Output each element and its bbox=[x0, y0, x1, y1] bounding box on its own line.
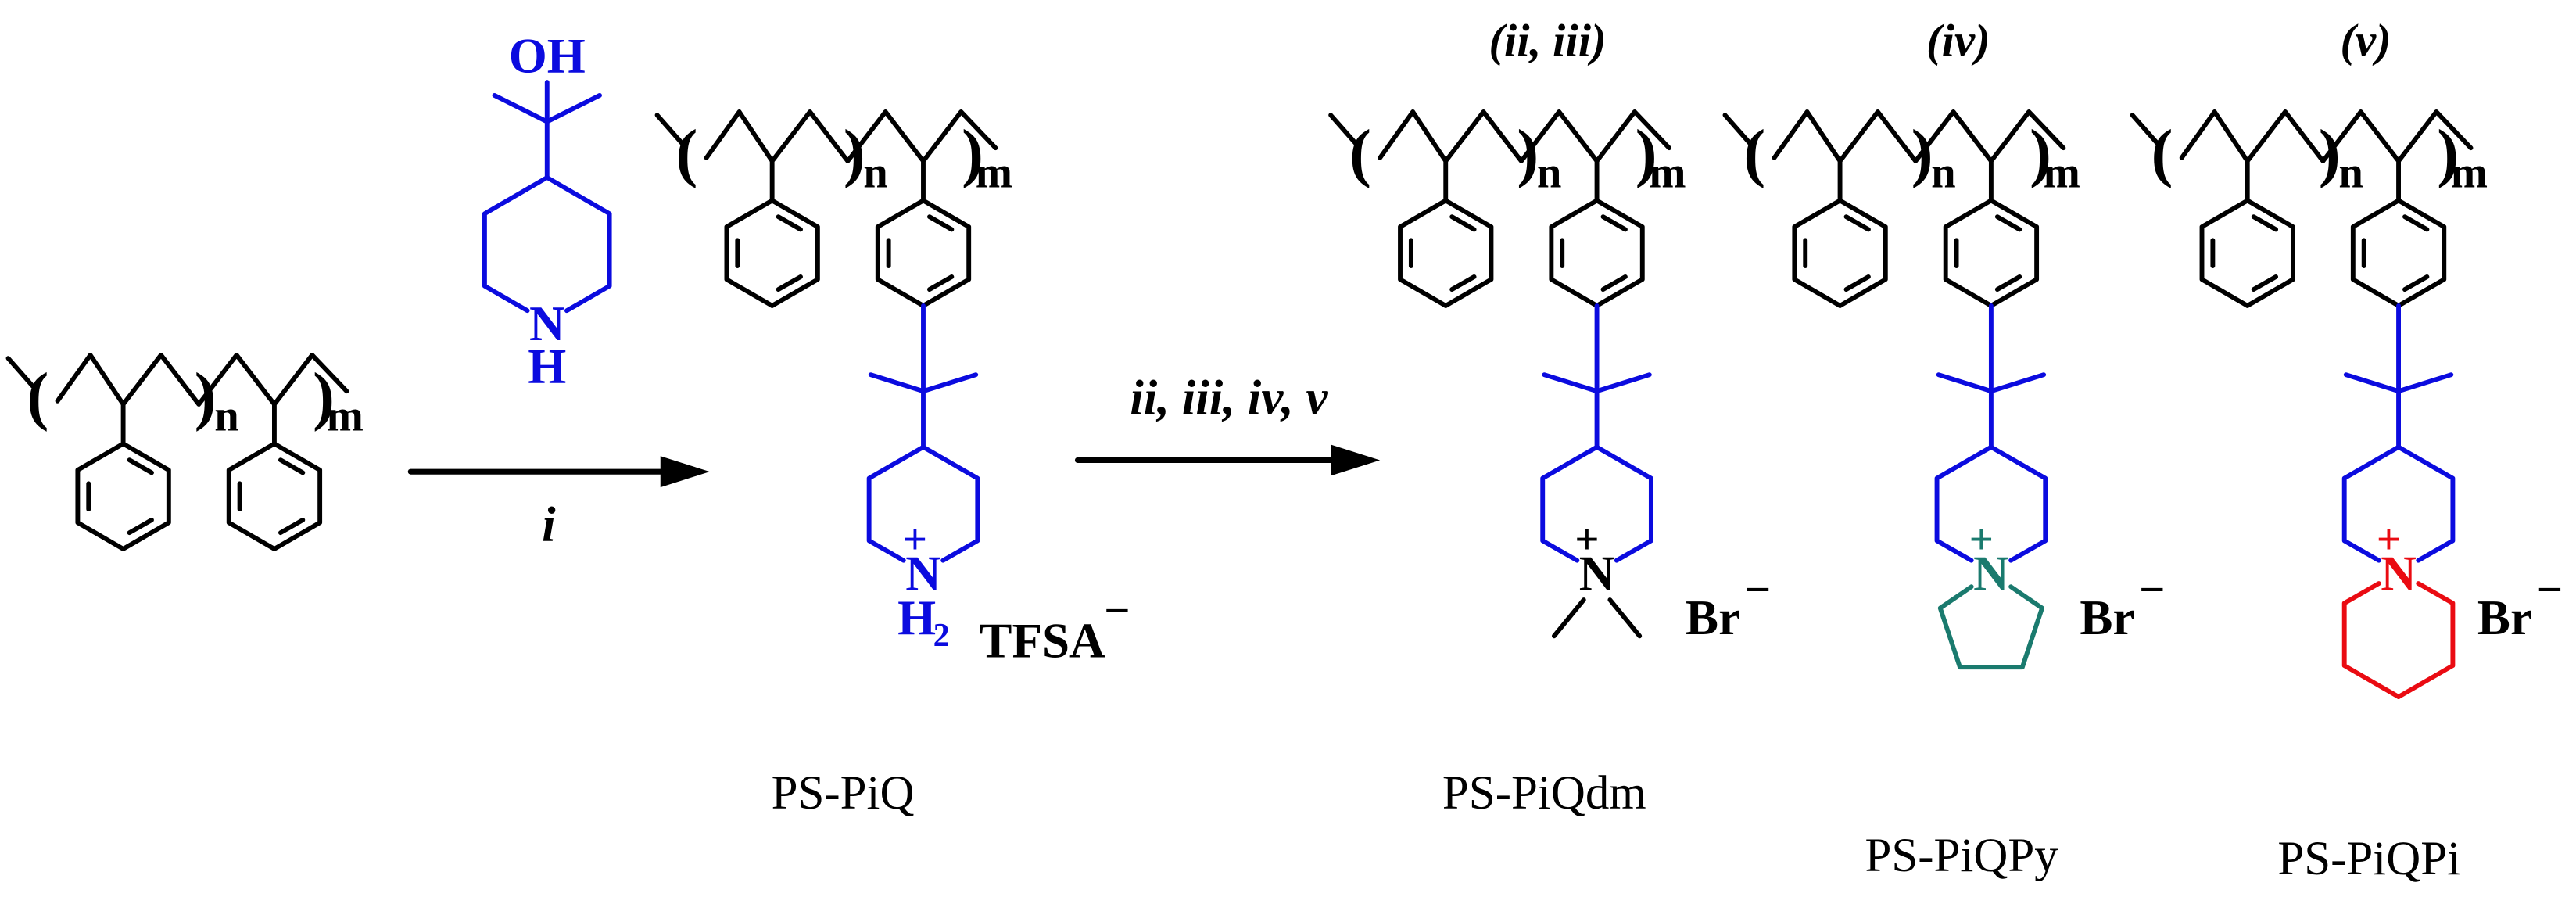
reagent-carbinol-bonds bbox=[492, 80, 602, 180]
ps-piqpy-subscript-n: n bbox=[1931, 149, 1956, 198]
arrow-1-label: i bbox=[542, 497, 556, 551]
ps-piqdm-nitrogen: N bbox=[1579, 546, 1615, 601]
ps-piqdm-backbone bbox=[1331, 112, 1669, 306]
ps-piq-nh2-subscript: 2 bbox=[933, 618, 950, 654]
ps-piqdm-subscript-m: m bbox=[1649, 149, 1686, 198]
copolymer-paren-close: ) bbox=[195, 360, 217, 432]
ps-piqdm-plus-charge: + bbox=[1575, 515, 1599, 563]
ps-piqpy-nitrogen: N bbox=[1973, 546, 2009, 601]
ps-piqpi-subscript-m: m bbox=[2451, 149, 2488, 198]
arrow-2-head bbox=[1331, 444, 1381, 476]
ps-piqdm-piperidinium-ring bbox=[1540, 444, 1653, 563]
ps-piqpi-piperidine-ring bbox=[2341, 581, 2456, 699]
ps-piqdm-counterion-charge: − bbox=[1745, 564, 1772, 615]
ps-piq-counterion-charge: − bbox=[1104, 586, 1130, 637]
ps-piq-name: PS-PiQ bbox=[772, 767, 915, 820]
ps-piqdm-gem-dimethyl-bonds bbox=[1542, 303, 1652, 450]
ps-piqpy-paren-close-2: ) bbox=[2030, 117, 2051, 189]
ps-piqpy-backbone bbox=[1725, 112, 2063, 306]
ps-piqpi-paren-close: ) bbox=[2319, 117, 2341, 189]
ps-piq-plus-charge: + bbox=[903, 515, 927, 563]
blue-bonds-layer bbox=[482, 80, 2456, 563]
ps-piqdm-step-label: (ii, iii) bbox=[1489, 16, 1606, 66]
ps-piqpy-counterion-charge: − bbox=[2139, 564, 2166, 615]
ps-piq-paren-close-2: ) bbox=[962, 117, 983, 189]
ps-piqpy-paren-close: ) bbox=[1911, 117, 1933, 189]
copolymer-subscript-n: n bbox=[214, 392, 239, 441]
ps-piqpy-subscript-m: m bbox=[2044, 149, 2080, 198]
ps-piqpy-pyrrolidine-ring bbox=[1937, 584, 2044, 670]
black-bonds-layer bbox=[9, 112, 2471, 639]
arrow-2-label: ii, iii, iv, v bbox=[1130, 371, 1328, 425]
ps-piqpi-counterion-charge: − bbox=[2537, 564, 2563, 615]
ps-piqdm-paren-close: ) bbox=[1517, 117, 1539, 189]
red-bonds-layer bbox=[2341, 581, 2456, 699]
ps-piqpy-paren-open: ( bbox=[1743, 117, 1765, 189]
red-text-layer: + N bbox=[2377, 515, 2417, 601]
teal-text-layer: + N bbox=[1969, 515, 2009, 601]
ps-piqpi-subscript-n: n bbox=[2338, 149, 2363, 198]
ps-piqdm-subscript-n: n bbox=[1537, 149, 1562, 198]
ps-piqpi-paren-open: ( bbox=[2151, 117, 2173, 189]
reagent-nitrogen: N bbox=[529, 296, 565, 351]
ps-piqpi-counterion: Br bbox=[2477, 590, 2532, 645]
ps-piq-subscript-n: n bbox=[863, 149, 888, 198]
ps-piqpi-piperidinium-ring bbox=[2341, 444, 2456, 563]
copolymer-subscript-m: m bbox=[327, 392, 364, 441]
arrowheads bbox=[660, 444, 1381, 488]
ps-piqdm-paren-close-2: ) bbox=[1636, 117, 1657, 189]
ps-piq-gem-dimethyl-bonds bbox=[868, 303, 979, 450]
ps-piq-backbone bbox=[657, 112, 996, 306]
ps-piqpy-step-label: (iv) bbox=[1926, 16, 1990, 66]
reagent-nh-hydrogen: H bbox=[528, 339, 566, 394]
ps-piqpi-nitrogen: N bbox=[2381, 546, 2417, 601]
ps-piqpi-step-label: (v) bbox=[2340, 16, 2391, 66]
copolymer-backbone bbox=[9, 355, 347, 549]
ps-piq-paren-open: ( bbox=[675, 117, 697, 189]
copolymer-paren-close-2: ) bbox=[313, 360, 335, 432]
ps-piqpi-paren-close-2: ) bbox=[2437, 117, 2459, 189]
ps-piq-nitrogen: N bbox=[905, 546, 941, 601]
copolymer-paren-open: ( bbox=[27, 360, 48, 432]
ps-piqdm-n-methyl-bonds bbox=[1551, 597, 1643, 639]
ps-piq-nh2-hydrogen: H bbox=[897, 590, 936, 645]
teal-bonds-layer bbox=[1937, 584, 2044, 670]
ps-piqpy-name: PS-PiQPy bbox=[1865, 830, 2058, 882]
black-text-layer: ( ) n ) m ( ) n ) m TFSA − ( ) n ) m + N… bbox=[27, 16, 2563, 669]
ps-piqpy-plus-charge: + bbox=[1969, 515, 1994, 563]
ps-piqpi-backbone bbox=[2133, 112, 2471, 306]
ps-piqpy-counterion: Br bbox=[2080, 590, 2134, 645]
ps-piq-piperidinium-ring bbox=[866, 444, 980, 563]
ps-piq-counterion: TFSA bbox=[979, 614, 1105, 669]
ps-piqpi-name: PS-PiQPi bbox=[2277, 833, 2460, 885]
ps-piqpy-gem-dimethyl-bonds bbox=[1936, 303, 2047, 450]
compound-names: PS-PiQ PS-PiQdm PS-PiQPy PS-PiQPi bbox=[772, 767, 2461, 885]
arrow-1-head bbox=[660, 456, 710, 488]
blue-text-layer: OH N H + N H 2 bbox=[509, 29, 950, 654]
ps-piq-subscript-m: m bbox=[976, 149, 1012, 198]
ps-piqpy-piperidinium-ring bbox=[1934, 444, 2048, 563]
ps-piqdm-paren-open: ( bbox=[1349, 117, 1371, 189]
reagent-hydroxyl-label: OH bbox=[509, 29, 586, 84]
ps-piqdm-name: PS-PiQdm bbox=[1442, 767, 1646, 820]
ps-piqpi-gem-dimethyl-bonds bbox=[2343, 303, 2454, 450]
reagent-piperidine-ring bbox=[482, 175, 612, 314]
ps-piqdm-counterion: Br bbox=[1686, 590, 1740, 645]
ps-piqpi-plus-charge: + bbox=[2377, 515, 2401, 563]
ps-piq-paren-close: ) bbox=[844, 117, 865, 189]
